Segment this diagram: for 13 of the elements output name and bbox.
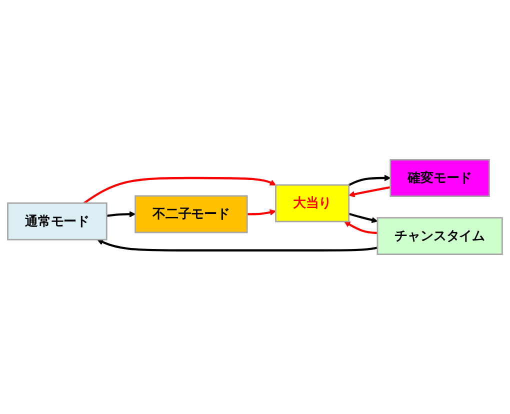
- arrow: [344, 221, 378, 234]
- arrow: [84, 176, 276, 204]
- node-box: 不二子モード: [134, 195, 248, 234]
- arrow: [106, 211, 136, 218]
- arrow: [348, 174, 391, 186]
- arrow: [348, 212, 378, 224]
- arrow: [348, 186, 391, 198]
- node-box: 確変モード: [390, 158, 490, 197]
- arrow: [97, 239, 378, 252]
- node-box: チャンスタイム: [376, 217, 503, 255]
- node-box: 通常モード: [7, 202, 108, 240]
- arrow: [247, 209, 276, 216]
- node-box: 大当り: [275, 184, 350, 222]
